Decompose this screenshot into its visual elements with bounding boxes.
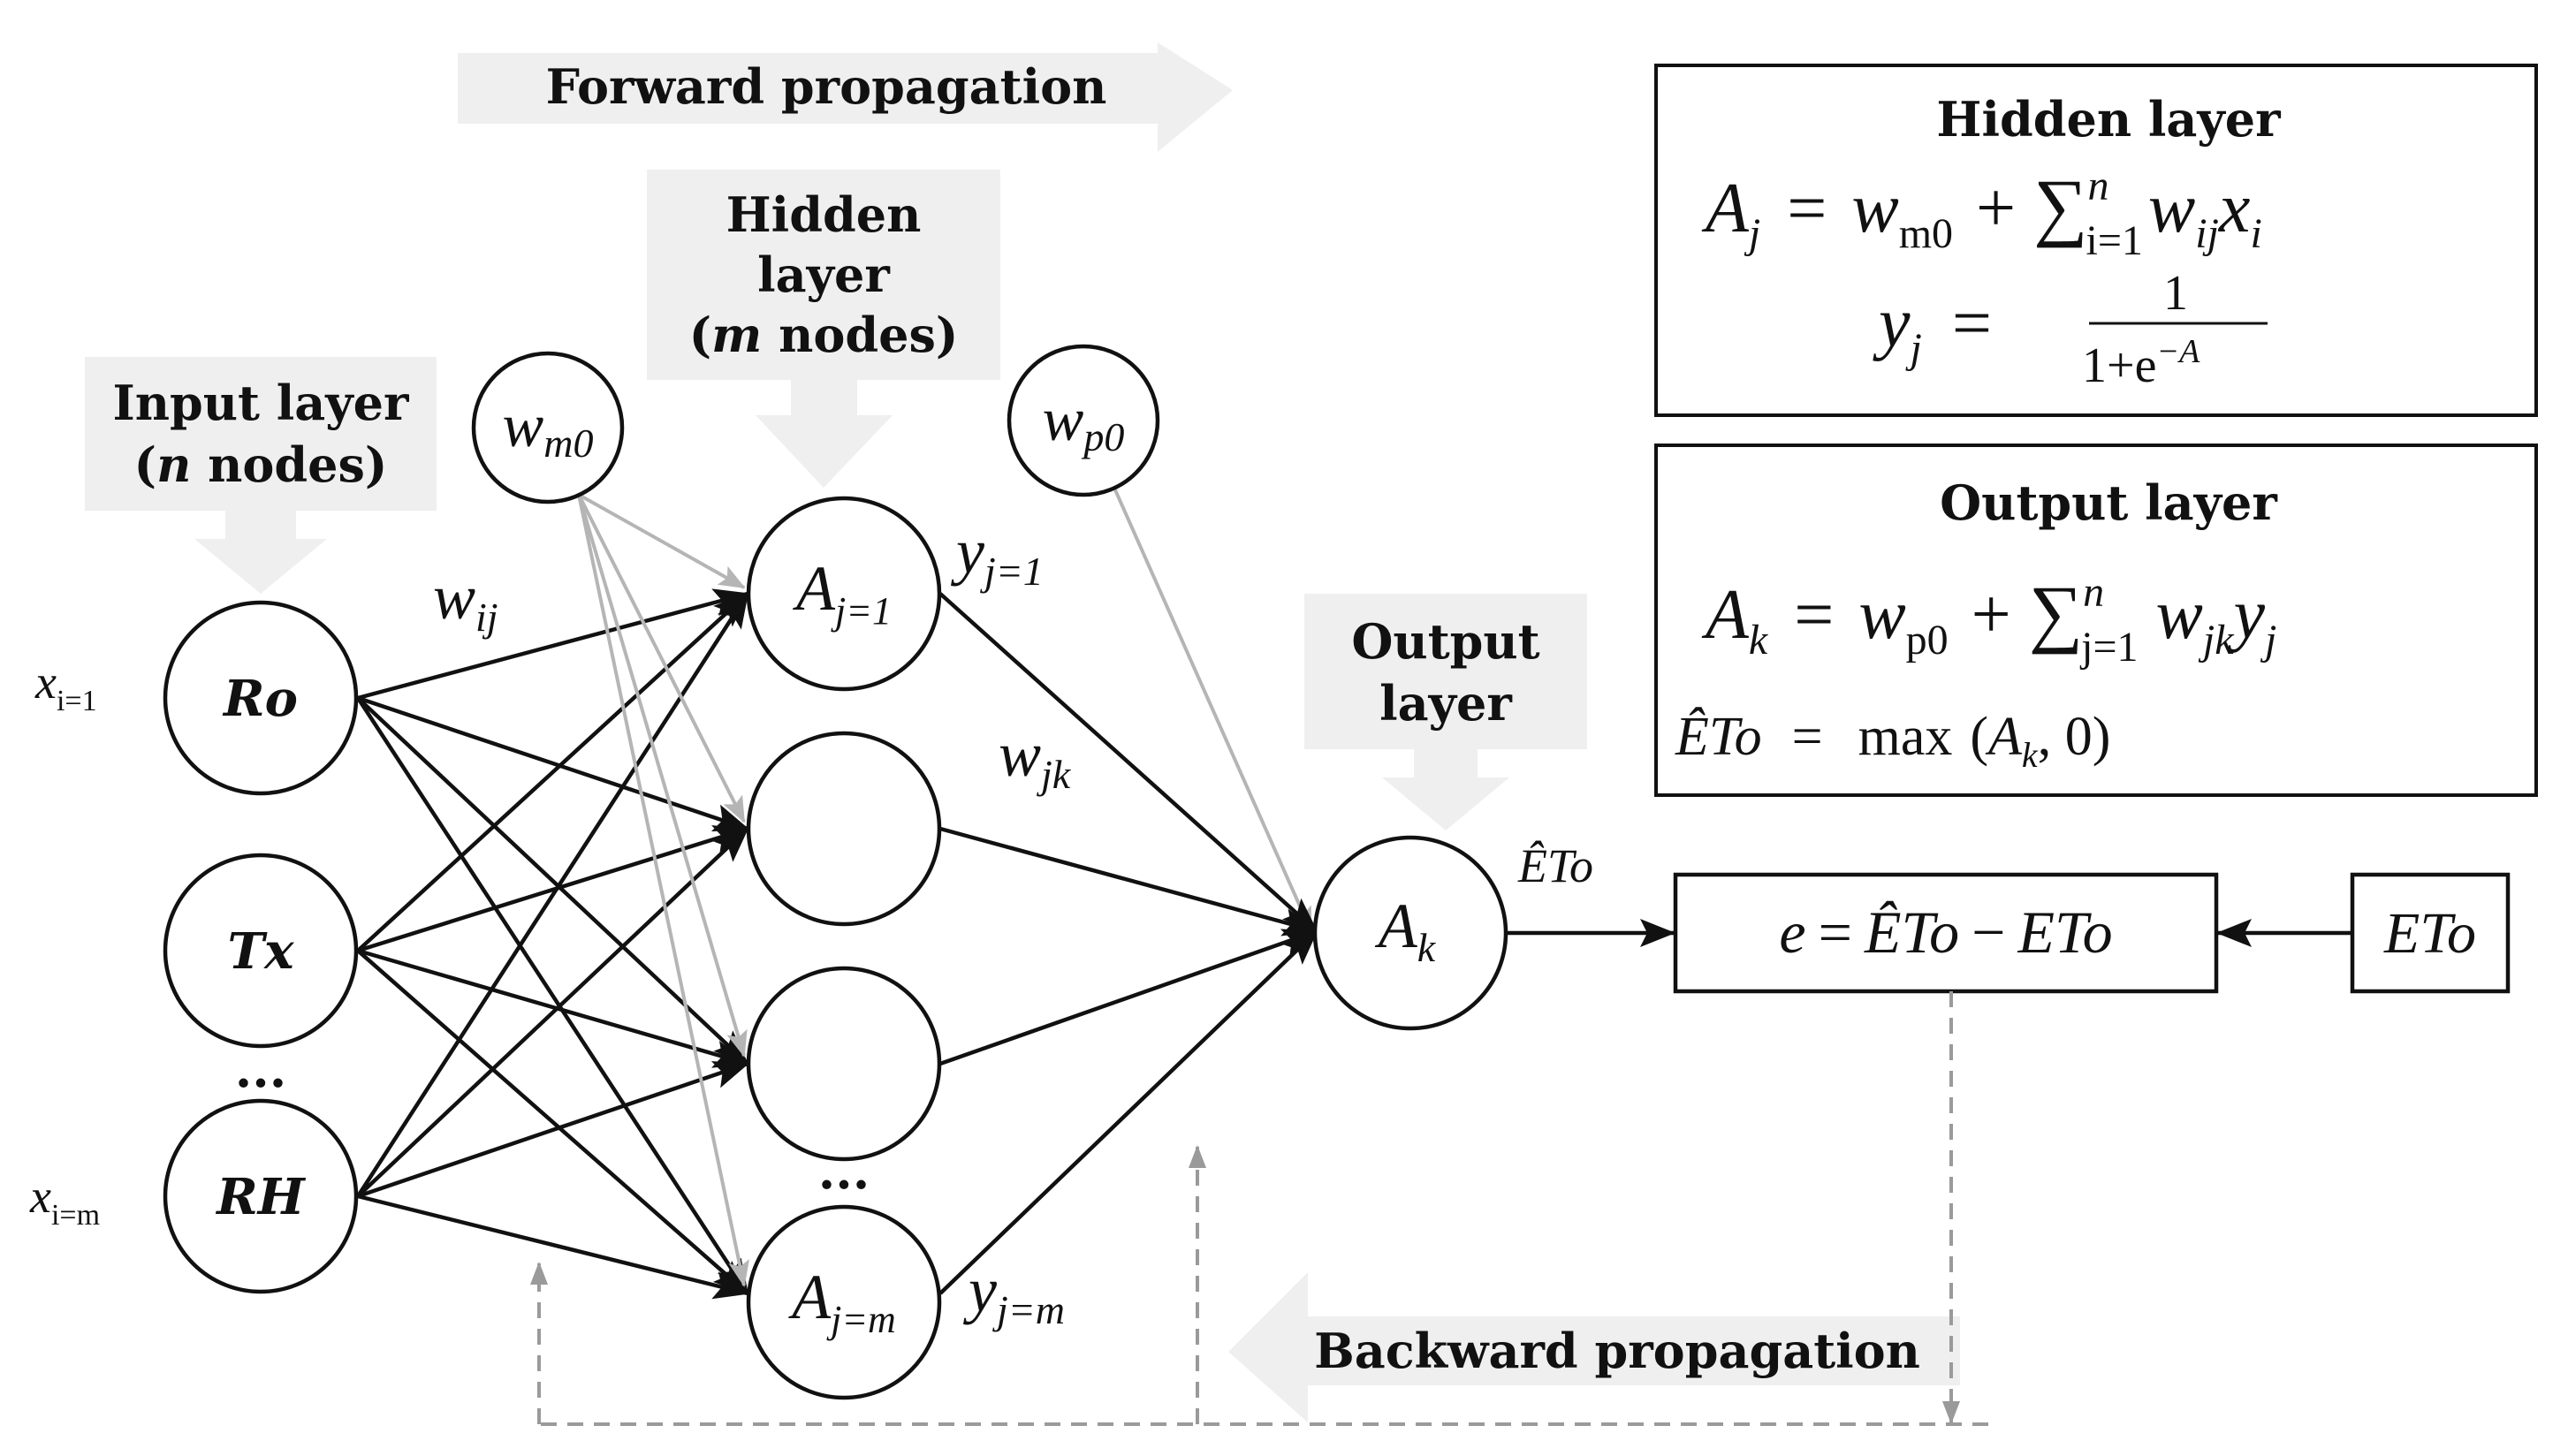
y-j1-label: yj=1	[950, 516, 1044, 594]
hidden-output-connections	[938, 592, 1318, 1295]
output-layer-title-1: Output	[1351, 613, 1539, 670]
backward-dashed-loop	[530, 991, 1988, 1426]
edge-h3-out	[939, 929, 1318, 1066]
edge-wm0-h4	[577, 494, 750, 1287]
edge-h2-out	[939, 826, 1318, 937]
hidden-layer-title-1: Hidden	[726, 186, 922, 243]
input-hidden-connections	[356, 588, 749, 1300]
edge-wm0-h3	[577, 494, 748, 1058]
edge-ro-h2	[357, 695, 749, 832]
hidden-node-4-label: Aj=m	[788, 1262, 896, 1341]
edge-wm0-h1	[578, 493, 746, 589]
input-node-ro: Ro	[163, 600, 359, 796]
hidden-node-2	[746, 731, 942, 927]
edge-wm0-h2	[577, 494, 746, 823]
edge-rh-h1	[356, 592, 749, 1198]
edge-rh-h3	[357, 1061, 749, 1199]
input-node-rh-label: RH	[215, 1168, 307, 1226]
input-nodes: Ro Tx RH ...	[163, 600, 359, 1294]
bias-wp0-label: wp0	[1043, 386, 1125, 459]
edge-tx-h1	[356, 592, 749, 952]
input-node-tx: Tx	[163, 853, 359, 1049]
error-box: e=ÊTo−ETo	[1673, 872, 2219, 994]
hidden-formula-line2-lhs: yj=	[1873, 284, 1992, 372]
eto-observed-label: ETo	[2383, 901, 2476, 966]
edge-rh-h4	[357, 1194, 749, 1300]
output-layer-title-2: layer	[1379, 675, 1512, 732]
hidden-formula-denominator: 1+e−A	[2082, 333, 2200, 393]
hidden-layer-title-2: layer	[757, 246, 890, 303]
input-layer-nodes: (n nodes)	[134, 436, 388, 493]
bias-node-wp0: wp0	[1007, 344, 1160, 497]
backward-propagation-banner: Backward propagation	[1228, 1272, 1960, 1422]
hidden-node-4: Aj=m	[746, 1204, 942, 1400]
input-node-rh: RH	[163, 1098, 359, 1294]
error-equation: e=ÊTo−ETo	[1779, 899, 2112, 966]
output-node-label: Ak	[1375, 891, 1437, 970]
edge-tx-h4	[356, 949, 749, 1295]
bias-wm0-label: wm0	[503, 392, 594, 466]
wij-label: wij	[433, 562, 498, 640]
hidden-layer-label: Hidden layer (m nodes)	[647, 170, 1000, 488]
input-node-tx-label: Tx	[227, 922, 294, 981]
input-ellipsis: ...	[235, 1041, 287, 1099]
hidden-node-1-label: Aj=1	[793, 553, 892, 633]
input-node-ro-label: Ro	[222, 670, 298, 728]
edge-tx-h2	[357, 825, 749, 953]
hidden-nodes: Aj=1 ... Aj=m	[746, 496, 942, 1400]
hidden-layer-nodes: (m nodes)	[689, 307, 959, 363]
x-im-label: xi=m	[29, 1170, 100, 1232]
edge-ro-h4	[356, 696, 749, 1295]
input-layer-label: Input layer (n nodes)	[85, 357, 437, 594]
forward-propagation-banner: Forward propagation	[458, 42, 1233, 152]
edge-wp0-output	[1112, 485, 1313, 934]
output-layer-label: Output layer	[1304, 594, 1587, 830]
edge-tx-h3	[357, 948, 749, 1068]
eto-observed-box: ETo	[2350, 872, 2511, 994]
hidden-node-3	[746, 966, 942, 1162]
hidden-formula-title: Hidden layer	[1936, 91, 2281, 148]
y-jm-label: yj=m	[962, 1255, 1065, 1332]
output-node: Ak	[1312, 835, 1508, 1031]
hidden-node-1: Aj=1	[746, 496, 942, 692]
edge-ro-h1	[357, 588, 749, 701]
edge-rh-h2	[356, 827, 749, 1198]
forward-propagation-label: Forward propagation	[546, 58, 1107, 115]
backward-propagation-label: Backward propagation	[1314, 1323, 1920, 1379]
eto-hat-label: ÊTo	[1517, 839, 1593, 892]
edge-ro-h3	[356, 696, 749, 1065]
edge-h1-out	[938, 592, 1318, 933]
output-formula-title: Output layer	[1940, 474, 2277, 531]
bias-connections	[577, 485, 1313, 1287]
hidden-ellipsis: ...	[818, 1142, 870, 1201]
output-formula-line2: ÊTo=max(Ak, 0)	[1675, 707, 2110, 775]
x-i1-label: xi=1	[34, 656, 97, 717]
input-layer-title: Input layer	[113, 375, 410, 431]
hidden-formula-numerator: 1	[2163, 266, 2188, 321]
bias-node-wm0: wm0	[471, 351, 625, 504]
wjk-label: wjk	[999, 719, 1072, 797]
edge-h4-out	[938, 929, 1318, 1295]
